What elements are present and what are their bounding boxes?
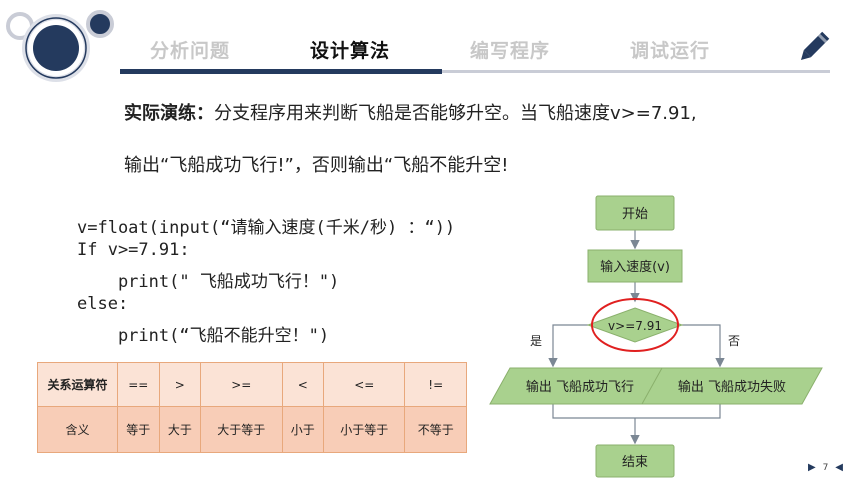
exercise-line-1: 实际演练：分支程序用来判断飞船是否能够升空。当飞船速度v>=7.91, <box>124 99 697 125</box>
table-cell: > <box>158 362 202 407</box>
table-cell: < <box>281 362 325 407</box>
tab-write-program[interactable]: 编写程序 <box>469 40 550 62</box>
step-tabs: 分析问题 设计算法 编写程序 调试运行 <box>120 36 830 76</box>
relational-operators-table: 关系运算符 == > >= < <= != 含义 等于 大于 大于等于 小于 小… <box>37 362 467 453</box>
svg-text:输出 飞船成功失败: 输出 飞船成功失败 <box>678 379 786 395</box>
table-row: 关系运算符 == > >= < <= != <box>37 362 467 407</box>
triangle-left-icon[interactable]: ◀ <box>835 462 843 473</box>
table-row-label: 含义 <box>37 406 118 453</box>
table-cell: 大于等于 <box>200 406 283 453</box>
table-cell: != <box>404 362 467 407</box>
table-cell: 大于 <box>158 406 202 453</box>
table-cell: 小于等于 <box>323 406 406 453</box>
svg-text:结束: 结束 <box>622 455 648 470</box>
pencil-icon <box>800 31 830 61</box>
flowchart-condition: v>=7.91 <box>586 307 684 343</box>
flowchart-end: 结束 <box>595 444 675 478</box>
tab-active-indicator <box>120 69 442 74</box>
highlight-circle <box>591 298 679 352</box>
flowchart-yes-output: 输出 飞船成功飞行 <box>489 367 671 405</box>
table-cell: 小于 <box>281 406 325 453</box>
tab-debug-run[interactable]: 调试运行 <box>629 40 710 62</box>
tab-underline <box>120 70 830 73</box>
exercise-heading: 实际演练： <box>124 103 214 124</box>
svg-text:v>=7.91: v>=7.91 <box>608 319 662 333</box>
svg-text:开始: 开始 <box>622 207 648 222</box>
flowchart: 开始 输入速度(v) v>=7.91 是 否 输出 飞船成功飞行 输出 飞船成功… <box>489 195 823 478</box>
page-indicator: ▶ 7 ◀ <box>808 462 843 473</box>
flowchart-yes-label: 是 <box>530 334 542 348</box>
table-cell: >= <box>200 362 283 407</box>
svg-text:输出 飞船成功飞行: 输出 飞船成功飞行 <box>526 379 634 395</box>
code-line: If v>=7.91: <box>77 240 190 260</box>
flowchart-no-label: 否 <box>728 334 740 348</box>
table-cell: <= <box>323 362 406 407</box>
tab-design-algorithm[interactable]: 设计算法 <box>309 40 390 62</box>
table-cell: 等于 <box>117 406 160 453</box>
page-number: 7 <box>822 463 829 473</box>
flowchart-input: 输入速度(v) <box>587 249 683 283</box>
table-header-cell: 关系运算符 <box>37 362 118 407</box>
tab-analyze[interactable]: 分析问题 <box>149 40 230 62</box>
code-line: print(" 飞船成功飞行！") <box>77 272 340 292</box>
table-cell: 不等于 <box>404 406 467 453</box>
triangle-right-icon[interactable]: ▶ <box>808 462 816 473</box>
code-line: print(“飞船不能升空！") <box>77 326 330 346</box>
exercise-text-1: 分支程序用来判断飞船是否能够升空。当飞船速度v>=7.91, <box>214 103 697 124</box>
code-line: else: <box>77 294 129 314</box>
code-line: v=float(input(“请输入速度(千米/秒) ：“)) <box>77 218 456 238</box>
flowchart-start: 开始 <box>595 195 675 231</box>
exercise-line-2: 输出“飞船成功飞行!”，否则输出“飞船不能升空! <box>124 155 509 176</box>
flowchart-connectors <box>548 230 725 445</box>
table-row: 含义 等于 大于 大于等于 小于 小于等于 不等于 <box>37 406 467 453</box>
svg-text:输入速度(v): 输入速度(v) <box>600 259 670 275</box>
table-cell: == <box>117 362 160 407</box>
flowchart-no-output: 输出 飞船成功失败 <box>641 367 823 405</box>
decorative-circles-logo <box>6 10 114 82</box>
